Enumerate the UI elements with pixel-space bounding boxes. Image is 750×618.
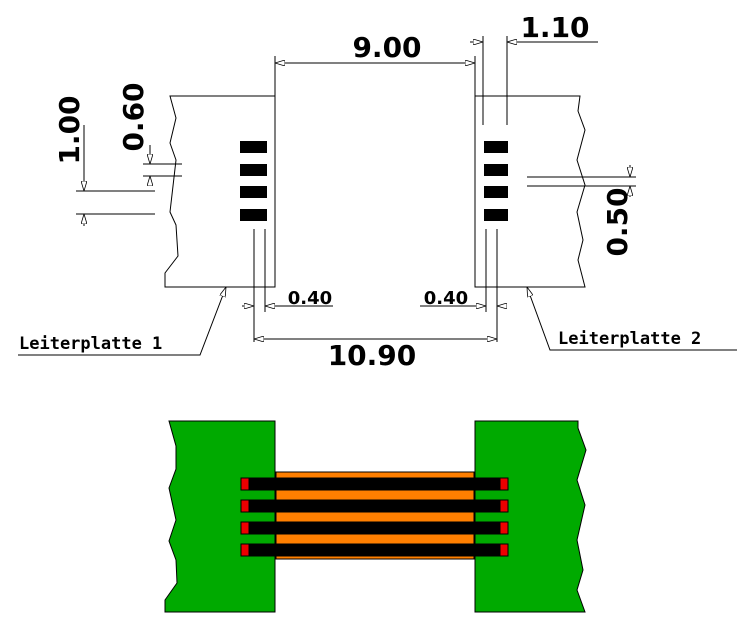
flex-traces	[240, 477, 509, 557]
dim-gap-width: 9.00	[352, 31, 421, 64]
dim-right-pad-height: 0.50	[601, 187, 634, 256]
pad	[484, 186, 508, 198]
trace	[248, 543, 501, 557]
dim-left-pad-height: 0.60	[117, 82, 150, 151]
board-1-pads	[240, 141, 267, 221]
board-1-fill	[164, 420, 276, 613]
dim-left-offset: 0.40	[288, 288, 332, 309]
board-2-pads	[484, 141, 508, 221]
dimension-lines	[84, 42, 630, 339]
dim-total-width: 10.90	[328, 339, 417, 372]
board-2-fill	[474, 420, 587, 613]
pad	[240, 186, 267, 198]
trace	[248, 521, 501, 535]
board-2-outline	[474, 95, 586, 288]
pad	[484, 164, 508, 176]
dim-right-offset: 0.40	[424, 288, 468, 309]
leader-lines	[18, 287, 737, 356]
pad	[484, 209, 508, 221]
top-dimension-drawing: 9.00 1.10 1.00 0.60 0.50 0.40 0.40 10.90…	[18, 11, 737, 372]
dim-contact-spacing-right: 1.10	[520, 11, 589, 44]
label-board-2: Leiterplatte 2	[558, 329, 701, 349]
pad	[484, 141, 508, 153]
extension-lines	[76, 36, 636, 342]
pad	[240, 209, 267, 221]
pad	[240, 164, 267, 176]
label-board-1: Leiterplatte 1	[19, 334, 162, 354]
trace	[248, 499, 501, 513]
dim-left-pitch: 1.00	[53, 95, 86, 164]
trace	[248, 477, 501, 491]
board-1-outline	[164, 95, 276, 288]
color-illustration	[164, 420, 587, 613]
pad	[240, 141, 267, 153]
